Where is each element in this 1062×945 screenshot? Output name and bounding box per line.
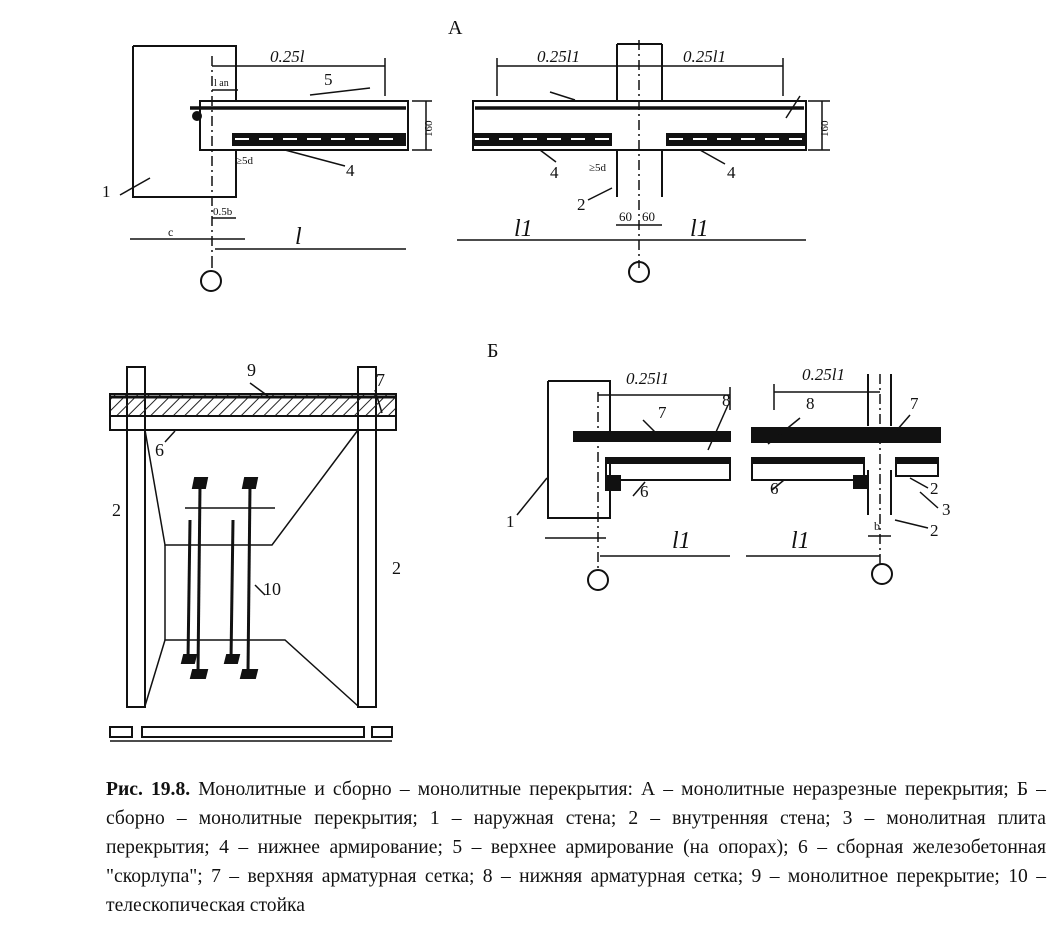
dim-60-b: 60 <box>642 209 655 224</box>
dim-0-25l1-b-right: 0.25l1 <box>802 365 845 384</box>
section-b-left-detail <box>516 380 731 591</box>
callout-6-shell: 6 <box>155 440 164 460</box>
callout-3-b-slab: 3 <box>942 500 951 519</box>
section-a-right-detail <box>457 40 830 283</box>
figure-drawing: А 0.25l l an 160 ≥5d 0.5b c <box>102 17 951 742</box>
inner-wall-top <box>616 43 663 101</box>
callout-2-wall-left: 2 <box>112 500 121 520</box>
perspective-view <box>109 366 397 742</box>
callout-6-b-left: 6 <box>640 482 649 501</box>
top-mesh-band <box>751 427 941 443</box>
callout-2-b-right-a: 2 <box>930 479 939 498</box>
callout-5-top-rebar: 5 <box>324 70 333 89</box>
dim-5d-right: ≥5d <box>589 162 607 174</box>
span-l1-left: l1 <box>514 216 533 242</box>
section-a-left-detail <box>119 45 432 292</box>
exterior-wall-outline <box>132 45 237 198</box>
caption-text: Монолитные и сборно – монолитные перекры… <box>106 779 1046 916</box>
inner-wall-bottom <box>867 470 892 515</box>
inner-wall-bottom <box>616 150 663 197</box>
dim-05b: 0.5b <box>213 206 233 218</box>
callout-4-left: 4 <box>550 163 559 182</box>
figure-caption: Рис. 19.8. Монолитные и сборно – монолит… <box>106 775 1046 920</box>
exterior-wall-outline <box>547 380 611 519</box>
slab-section <box>199 100 409 151</box>
precast-shell-6 <box>109 415 397 431</box>
span-l1-b-left: l1 <box>672 528 691 554</box>
precast-shell <box>751 461 865 481</box>
callout-7-b-left: 7 <box>658 403 667 422</box>
span-l1-right: l1 <box>690 216 709 242</box>
axis-marker-circle <box>628 261 650 283</box>
dim-0-25l1-left: 0.25l1 <box>537 47 580 66</box>
section-a-letter: А <box>448 17 463 39</box>
callout-8-b-right: 8 <box>806 394 815 413</box>
section-b-right-detail <box>746 374 941 585</box>
slab-section <box>472 100 807 151</box>
section-b-letter: Б <box>487 340 498 362</box>
dim-thickness-right: 160 <box>819 120 831 137</box>
span-l: l <box>295 224 302 250</box>
callout-8-b-left: 8 <box>722 391 731 410</box>
callout-6-b-right: 6 <box>770 479 779 498</box>
callout-9-slab: 9 <box>247 360 256 380</box>
dim-0-25l: 0.25l <box>270 47 305 66</box>
dim-lan: l an <box>214 78 229 89</box>
dim-60-a: 60 <box>619 209 632 224</box>
dim-0-25l1-b-left: 0.25l1 <box>626 369 669 388</box>
callout-1-b-wall: 1 <box>506 512 515 531</box>
dim-5d-left: ≥5d <box>236 155 254 167</box>
wall-left <box>126 366 146 708</box>
callout-2-inner-wall: 2 <box>577 195 586 214</box>
callout-2-wall-right: 2 <box>392 558 401 578</box>
callout-1-wall: 1 <box>102 182 111 201</box>
axis-marker-circle <box>200 270 222 292</box>
rebar-dot <box>192 111 202 121</box>
callout-10-props: 10 <box>263 579 281 599</box>
dim-c: c <box>168 225 173 239</box>
callout-7-b-right: 7 <box>910 394 919 413</box>
callout-4-bottom-rebar: 4 <box>346 161 355 180</box>
span-l1-b-right: l1 <box>791 528 810 554</box>
precast-shell-right <box>895 461 939 477</box>
top-mesh-band <box>573 431 731 442</box>
callout-2-b-right-b: 2 <box>930 521 939 540</box>
dim-b: b <box>874 519 880 533</box>
precast-shell <box>605 461 731 481</box>
callout-7-top-mesh: 7 <box>376 370 385 390</box>
caption-label: Рис. 19.8. <box>106 779 191 800</box>
wall-right <box>357 366 377 708</box>
callout-4-right: 4 <box>727 163 736 182</box>
dim-0-25l1-right: 0.25l1 <box>683 47 726 66</box>
inner-wall-top <box>867 374 892 426</box>
dim-thickness-left: 160 <box>423 120 435 137</box>
